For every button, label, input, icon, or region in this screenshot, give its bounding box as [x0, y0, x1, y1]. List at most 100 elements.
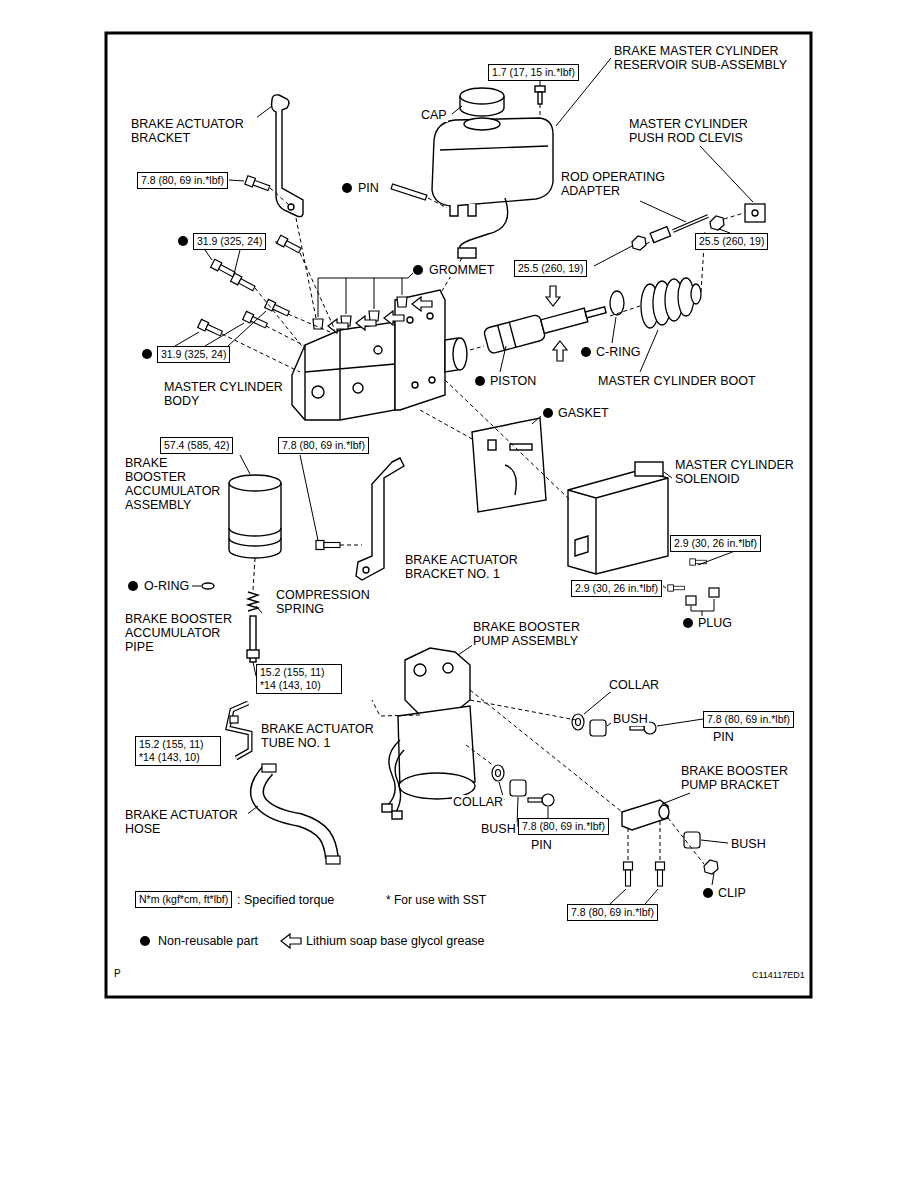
- grease-arrows: [553, 341, 567, 361]
- dashed-lines: [724, 213, 744, 219]
- leader-lines: [548, 807, 549, 818]
- screws-and-plugs: [686, 596, 696, 605]
- collars-bushes-pins: [576, 719, 581, 726]
- part-name: COLLAR: [608, 678, 660, 692]
- pump-assembly: [392, 811, 402, 819]
- collars-bushes-pins: [630, 726, 644, 730]
- leader-lines: [584, 689, 614, 714]
- leader-lines: [645, 889, 658, 904]
- collars-bushes-pins: [656, 862, 665, 886]
- dashed-lines: [222, 104, 744, 864]
- master-cylinder-body: [395, 290, 445, 410]
- part-name: ROD OPERATING ADAPTER: [560, 170, 674, 198]
- piston: [483, 314, 546, 354]
- torque-value: 7.8 (80, 69 in.*lbf): [571, 906, 654, 919]
- torque-spec-box: 1.7 (17, 15 in.*lbf): [488, 64, 579, 81]
- torque-spec-box: 7.8 (80, 69 in.*lbf): [518, 818, 609, 835]
- dashed-lines: [668, 818, 704, 864]
- part-name: BRAKE BOOSTER ACCUMULATOR PIPE: [124, 612, 238, 654]
- note-text: * For use with SST: [385, 893, 487, 907]
- dashed-lines: [288, 314, 330, 332]
- torque-spec-box: 31.9 (325, 24): [157, 346, 230, 363]
- reservoir: [458, 248, 476, 258]
- rod-adapter-and-clevis: [710, 216, 724, 230]
- rod-adapter-and-clevis: [632, 236, 646, 250]
- brackets: [272, 95, 304, 217]
- grease-arrows: [384, 311, 404, 325]
- non-reusable-dots: [581, 347, 591, 357]
- dashed-lines: [420, 410, 474, 440]
- master-cylinder-body: [429, 377, 435, 383]
- rod-adapter-and-clevis: [752, 210, 758, 216]
- part-name: CAP: [420, 108, 448, 122]
- tube-and-hose: [262, 764, 276, 772]
- gasket-and-solenoid: [635, 462, 663, 476]
- grease-arrows: [546, 286, 560, 306]
- leader-lines: [532, 416, 541, 424]
- leader-lines: [640, 201, 686, 222]
- torque-value: 57.4 (585, 42): [164, 439, 229, 452]
- piston: [498, 322, 516, 350]
- non-reusable-dots: [142, 349, 152, 359]
- torque-spec-box: 7.8 (80, 69 in.*lbf): [703, 711, 794, 728]
- grease-arrows: [281, 286, 567, 948]
- torque-value: 31.9 (325, 24): [161, 348, 226, 361]
- legend-torque-box: N*m (kgf*cm, ft*lbf): [135, 891, 232, 908]
- gasket-and-solenoid: [568, 470, 668, 574]
- part-name: C-RING: [595, 345, 641, 359]
- screws-and-plugs: [668, 559, 719, 605]
- master-cylinder-body: [407, 317, 413, 323]
- leader-lines: [256, 606, 262, 613]
- dashed-lines: [253, 558, 255, 590]
- collars-bushes-pins: [684, 832, 700, 848]
- collars-bushes-pins: [492, 765, 504, 781]
- dashed-lines: [428, 198, 447, 208]
- torque-spec-box: 25.5 (260, 19): [695, 233, 768, 250]
- accumulator: [229, 475, 281, 491]
- part-name: COLLAR: [452, 795, 504, 809]
- leader-lines: [594, 246, 632, 266]
- part-name: PIN: [530, 838, 553, 852]
- leader-lines: [229, 180, 244, 181]
- collars-bushes-pins: [572, 714, 584, 730]
- torque-value: 7.8 (80, 69 in.*lbf): [282, 439, 365, 452]
- leader-lines: [698, 551, 735, 565]
- non-reusable-dots: [342, 183, 352, 193]
- bolts: [198, 319, 224, 337]
- collars-bushes-pins: [492, 714, 718, 886]
- grease-arrows: [356, 316, 376, 330]
- dashed-lines: [470, 346, 484, 350]
- reservoir: [464, 118, 500, 130]
- bolts: [265, 299, 291, 317]
- reservoir: [432, 118, 553, 206]
- part-name: BRAKE BOOSTER PUMP ASSEMBLY: [472, 620, 589, 648]
- leader-lines: [607, 723, 611, 726]
- part-name: BRAKE ACTUATOR BRACKET NO. 1: [404, 553, 531, 581]
- pump-assembly: [382, 804, 392, 812]
- piston: [585, 307, 606, 318]
- tube-and-hose: [228, 703, 250, 758]
- grease-arrows: [328, 319, 348, 333]
- torque-spec-box: 7.8 (80, 69 in.*lbf): [567, 904, 658, 921]
- figure-code: C114117ED1: [751, 970, 806, 981]
- leader-lines: [664, 472, 672, 478]
- brackets: [659, 805, 669, 819]
- reservoir: [460, 88, 504, 104]
- non-reusable-dots: [178, 236, 188, 246]
- leader-lines: [228, 311, 266, 346]
- dashed-lines: [300, 253, 335, 330]
- tube-and-hose: [228, 703, 250, 758]
- gasket-and-solenoid: [505, 465, 516, 495]
- leader-lines: [662, 793, 690, 804]
- dashed-lines: [470, 690, 622, 812]
- leader-lines: [275, 242, 278, 243]
- torque-value: 15.2 (155, 11) *14 (143, 10): [139, 738, 217, 764]
- frame: [106, 33, 811, 997]
- dashed-lines: [646, 240, 654, 244]
- torque-spec-box: 31.9 (325, 24): [193, 233, 266, 250]
- torque-value: N*m (kgf*cm, ft*lbf): [139, 893, 228, 906]
- dashed-lines: [660, 820, 661, 860]
- master-cylinder-body: [453, 338, 467, 370]
- legend-text: Non-reusable part: [157, 934, 259, 948]
- torque-spec-box: 25.5 (260, 19): [514, 260, 587, 277]
